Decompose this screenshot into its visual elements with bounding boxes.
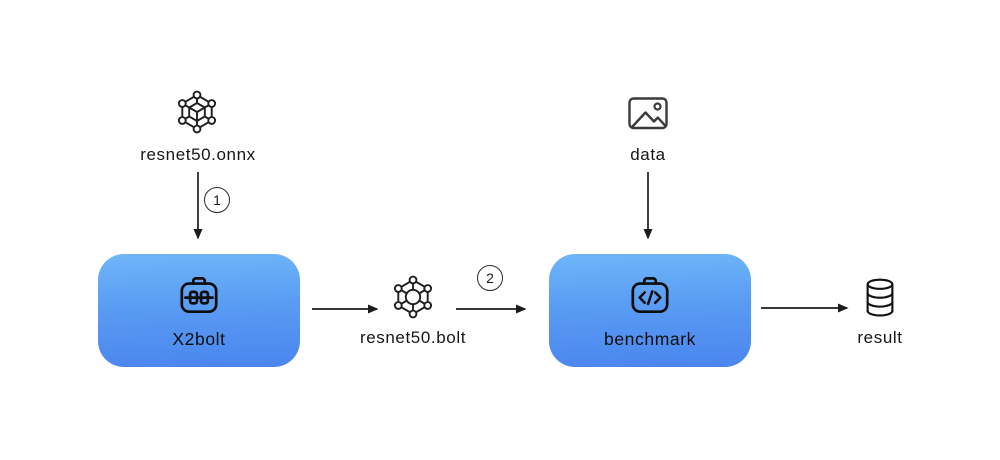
- onnx-model-label: resnet50.onnx: [140, 145, 256, 164]
- x2bolt-node: X2bolt: [98, 254, 300, 367]
- benchmark-node: benchmark: [549, 254, 751, 367]
- database-icon: [866, 278, 894, 317]
- result-label: result: [857, 328, 903, 347]
- code-briefcase-icon: [631, 276, 669, 314]
- benchmark-label: benchmark: [604, 329, 696, 349]
- toolbox-icon: [180, 276, 218, 314]
- image-icon: [628, 97, 668, 130]
- step-1-badge: 1: [204, 187, 230, 213]
- data-label: data: [630, 145, 666, 164]
- neural-network-hub-icon: [393, 275, 433, 319]
- step-2-badge: 2: [477, 265, 503, 291]
- x2bolt-label: X2bolt: [172, 329, 226, 349]
- step-2-number: 2: [486, 270, 494, 286]
- step-1-number: 1: [213, 192, 221, 208]
- bolt-model-label: resnet50.bolt: [359, 328, 467, 347]
- neural-network-cube-icon: [177, 90, 217, 134]
